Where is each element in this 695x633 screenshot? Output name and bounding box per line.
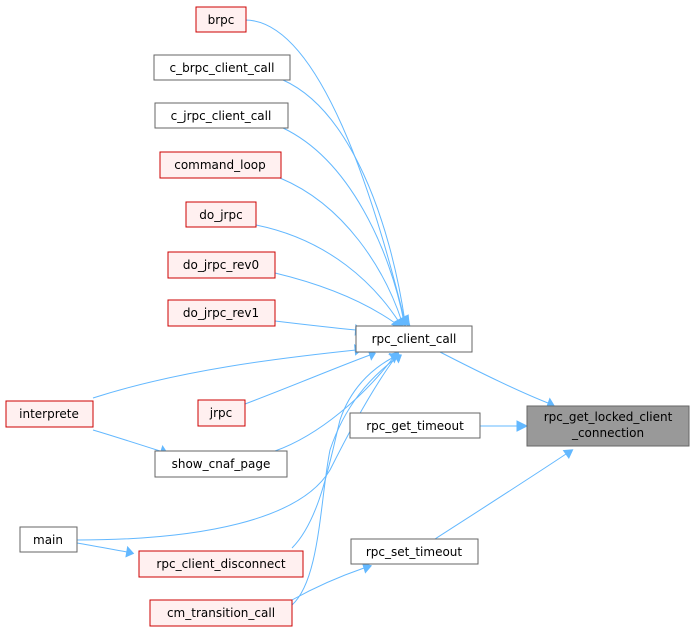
node-rpc-client-call[interactable]: rpc_client_call — [355, 325, 473, 353]
node-command-loop[interactable]: command_loop — [159, 151, 282, 179]
node-label-line2: _connection — [571, 426, 644, 440]
node-brpc[interactable]: brpc — [195, 6, 247, 33]
edge-main-to-rpc-client-disconnect — [76, 542, 135, 558]
edge-do-jrpc-rev0-to-rpc-client-call — [274, 272, 403, 330]
edge-command-loop-to-rpc-client-call — [279, 177, 407, 327]
node-label: interprete — [19, 407, 79, 421]
node-rpc-client-disconnect[interactable]: rpc_client_disconnect — [138, 550, 304, 578]
node-label: brpc — [208, 13, 235, 27]
nodes: brpc c_brpc_client_call c_jrpc_client_ca… — [5, 6, 690, 627]
edge-rpc-client-call-to-root — [439, 351, 555, 409]
edge-rpc-client-disconnect-to-rpc-client-call — [291, 352, 399, 549]
node-label: command_loop — [174, 158, 266, 172]
node-label: c_brpc_client_call — [170, 61, 275, 75]
edge-main-to-rpc-client-call — [76, 352, 400, 541]
edge-jrpc-to-rpc-client-call — [244, 349, 376, 405]
node-label: do_jrpc_rev0 — [183, 258, 259, 272]
node-label-line1: rpc_get_locked_client — [544, 410, 673, 424]
node-c-brpc-client-call[interactable]: c_brpc_client_call — [153, 54, 291, 81]
edges — [76, 19, 574, 606]
node-do-jrpc[interactable]: do_jrpc — [185, 201, 257, 228]
edge-cm-transition-call-to-rpc-client-call — [291, 353, 402, 606]
node-rpc-get-timeout[interactable]: rpc_get_timeout — [349, 412, 481, 439]
node-label: do_jrpc_rev1 — [183, 306, 259, 320]
edge-rpc-set-timeout-to-root — [434, 449, 574, 540]
node-label: jrpc — [209, 406, 232, 420]
edge-cm-transition-call-to-rpc-set-timeout — [291, 562, 373, 601]
edge-rpc-get-timeout-to-root — [480, 420, 529, 432]
node-label: cm_transition_call — [167, 606, 275, 620]
node-rpc-get-locked-client-connection[interactable]: rpc_get_locked_client _connection — [526, 405, 690, 447]
node-interprete[interactable]: interprete — [5, 400, 94, 428]
node-do-jrpc-rev0[interactable]: do_jrpc_rev0 — [167, 251, 276, 279]
edge-interprete-to-rpc-client-call — [92, 344, 363, 399]
node-label: rpc_set_timeout — [366, 545, 463, 559]
node-main[interactable]: main — [19, 526, 78, 553]
node-label: rpc_client_call — [372, 332, 457, 346]
node-jrpc[interactable]: jrpc — [197, 399, 246, 427]
node-show-cnaf-page[interactable]: show_cnaf_page — [154, 450, 288, 478]
node-c-jrpc-client-call[interactable]: c_jrpc_client_call — [154, 102, 289, 129]
node-label: do_jrpc — [199, 208, 242, 222]
node-do-jrpc-rev1[interactable]: do_jrpc_rev1 — [167, 299, 276, 327]
node-label: c_jrpc_client_call — [171, 109, 272, 123]
edge-c-brpc-to-rpc-client-call — [282, 79, 410, 326]
node-rpc-set-timeout[interactable]: rpc_set_timeout — [350, 538, 479, 565]
edge-do-jrpc-rev1-to-rpc-client-call — [274, 320, 363, 336]
node-cm-transition-call[interactable]: cm_transition_call — [149, 599, 293, 627]
node-label: rpc_get_timeout — [366, 419, 464, 433]
node-label: rpc_client_disconnect — [156, 557, 285, 571]
node-label: show_cnaf_page — [172, 457, 271, 471]
node-label: main — [33, 533, 63, 547]
